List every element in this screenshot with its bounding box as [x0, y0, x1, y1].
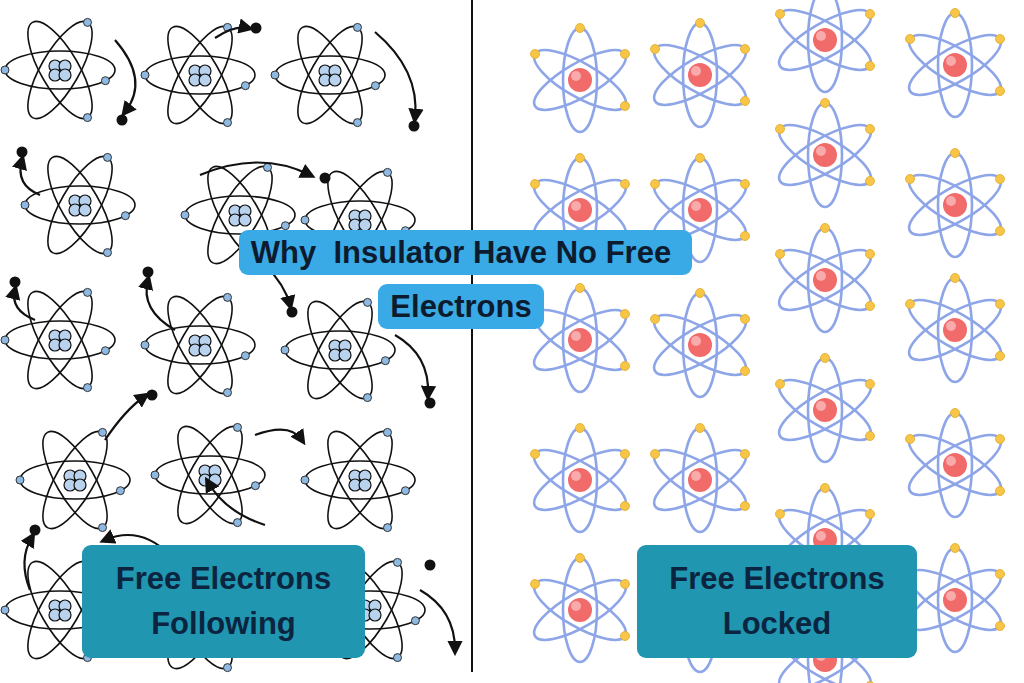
insulator-atom	[771, 99, 878, 208]
electron-path-arrow	[24, 537, 32, 590]
conductor-atom	[271, 18, 385, 132]
insulator-atom	[901, 149, 1008, 258]
insulator-atom	[771, 0, 878, 92]
electron-path-arrow	[375, 32, 416, 118]
title-box: Why Insulator Have No Free Electrons	[186, 226, 736, 334]
free-electron	[409, 121, 420, 132]
insulator-atom	[526, 24, 633, 133]
electron-path-arrow	[208, 482, 265, 525]
box-label: Free Electrons Locked	[647, 557, 907, 647]
insulator-atom	[901, 544, 1008, 653]
conductor-atom	[16, 423, 130, 537]
insulator-atom	[771, 224, 878, 333]
free-electron	[143, 267, 154, 278]
free-electrons	[10, 23, 436, 571]
free-electron	[425, 560, 436, 571]
free-electron	[147, 390, 158, 401]
insulator-atom	[771, 354, 878, 463]
free-electron	[30, 525, 41, 536]
free-electron	[287, 307, 298, 318]
electron-path-arrow	[200, 163, 310, 176]
conductor-atom	[141, 288, 255, 402]
conductor-atom	[21, 148, 135, 262]
conductor-atom	[1, 283, 115, 397]
electron-path-arrow	[147, 280, 175, 330]
insulator-atom	[901, 9, 1008, 118]
free-electron	[10, 277, 21, 288]
insulator-atom	[901, 409, 1008, 518]
divider-line	[471, 0, 473, 672]
conductor-atom	[301, 423, 415, 537]
electron-path-arrow	[115, 40, 135, 112]
conductor-atom	[151, 418, 265, 532]
diagram-title: Why Insulator Have No Free Electrons	[239, 230, 692, 329]
insulator-atom	[646, 289, 753, 398]
free-electron	[251, 23, 262, 34]
insulator-atoms	[526, 0, 1008, 683]
electron-path-arrow	[20, 160, 40, 195]
free-electron	[320, 173, 331, 184]
electron-path-arrow	[14, 290, 35, 320]
free-electron	[17, 147, 28, 158]
insulator-atom	[526, 554, 633, 663]
electron-path-arrow	[395, 335, 428, 395]
conductor-atoms	[1, 13, 425, 677]
label-box: Free Electrons Following	[82, 545, 365, 658]
insulator-atom	[646, 19, 753, 128]
label-box: Free Electrons Locked	[637, 545, 917, 658]
electron-path-arrow	[255, 430, 302, 440]
box-label: Free Electrons Following	[92, 557, 355, 647]
insulator-atom	[646, 424, 753, 533]
free-electron	[117, 115, 128, 126]
insulator-atom	[901, 274, 1008, 383]
electron-path-arrow	[215, 27, 248, 38]
conductor-atom	[141, 18, 255, 132]
insulator-atom	[526, 424, 633, 533]
conductor-atom	[1, 13, 115, 127]
electron-path-arrow	[105, 396, 145, 440]
electron-path-arrow	[420, 590, 455, 650]
free-electron	[425, 398, 436, 409]
